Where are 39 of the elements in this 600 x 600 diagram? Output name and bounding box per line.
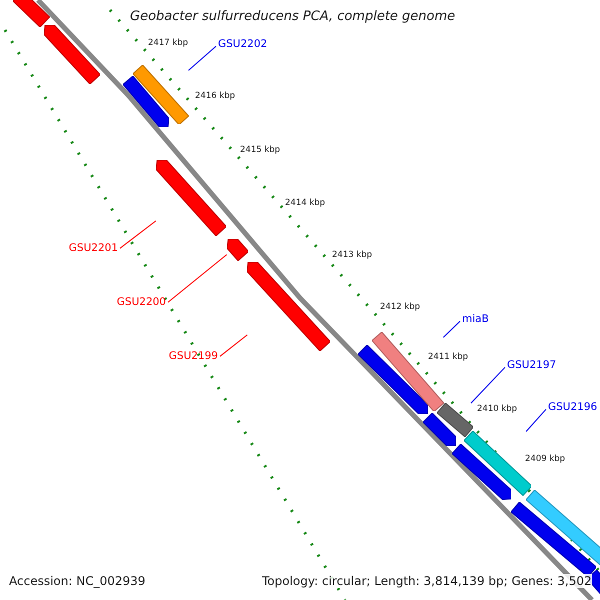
leader-line bbox=[442, 320, 460, 338]
gene-feature-bar bbox=[156, 160, 226, 236]
gene-label: GSU2201 bbox=[68, 242, 118, 255]
gene-feature-bar bbox=[123, 76, 170, 127]
gene-label: GSU2200 bbox=[116, 296, 166, 309]
gene-feature-bar bbox=[436, 403, 474, 437]
gene-feature-bar bbox=[133, 64, 189, 124]
leader-line bbox=[220, 334, 248, 357]
leader-line bbox=[526, 408, 546, 432]
gene-feature-bar bbox=[510, 502, 596, 577]
gene-feature-bar bbox=[526, 490, 600, 565]
footer-text: Accession: NC_002939 bbox=[9, 574, 146, 588]
scale-label: 2416 kbp bbox=[195, 91, 236, 102]
footer-text: Topology: circular; Length: 3,814,139 bp; Genes: 3,502 bbox=[262, 574, 592, 588]
scale-label: 2411 kbp bbox=[428, 352, 468, 362]
gene-feature-bar bbox=[13, 0, 50, 28]
leader-line bbox=[120, 220, 156, 249]
leader-line bbox=[168, 254, 228, 303]
gene-label: GSU2196 bbox=[548, 401, 598, 414]
gene-feature-bar bbox=[226, 238, 248, 261]
gene-label: GSU2202 bbox=[218, 38, 268, 51]
scale-label: 2413 kbp bbox=[332, 250, 372, 260]
gene-label: miaB bbox=[462, 313, 489, 326]
gene-feature-bar bbox=[358, 345, 428, 414]
scale-label: 2415 kbp bbox=[240, 145, 280, 156]
scale-label: 2412 kbp bbox=[380, 302, 420, 312]
gene-feature-bar bbox=[452, 444, 511, 500]
leader-line bbox=[188, 46, 216, 71]
leader-line bbox=[470, 366, 506, 404]
gene-feature-bar bbox=[44, 24, 100, 84]
scale-label: 2414 kbp bbox=[285, 198, 326, 208]
scale-label: 2410 kbp bbox=[477, 404, 518, 414]
gene-feature-bar bbox=[246, 262, 330, 351]
scale-label: 2409 kbp bbox=[525, 454, 566, 464]
gene-label: GSU2199 bbox=[168, 350, 218, 363]
scale-label: 2417 kbp bbox=[148, 38, 188, 48]
gene-label: GSU2197 bbox=[507, 359, 556, 372]
gene-feature-bar bbox=[423, 413, 456, 446]
title: Geobacter sulfurreducens PCA, complete genome bbox=[130, 9, 456, 25]
